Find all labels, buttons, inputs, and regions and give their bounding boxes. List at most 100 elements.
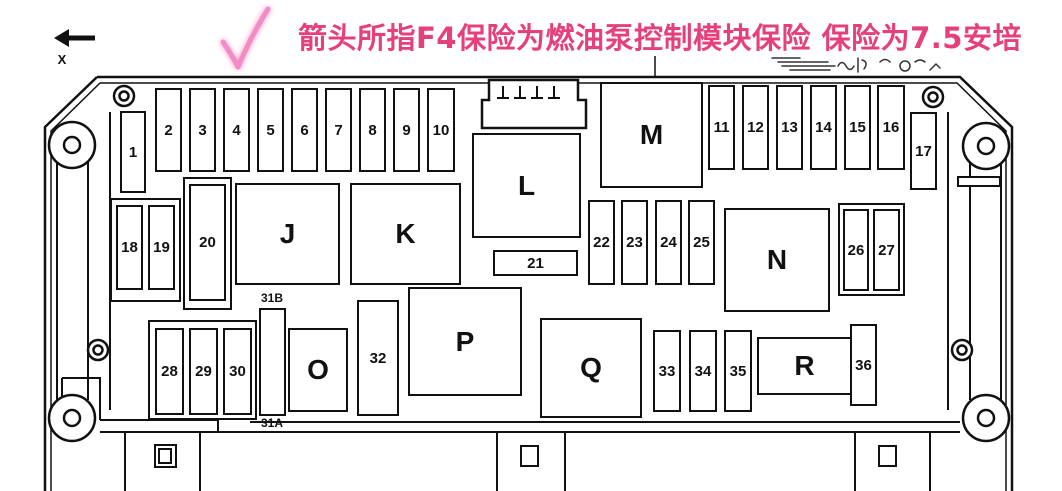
fuse-label: 1 xyxy=(128,143,138,161)
relay-label: J xyxy=(279,218,296,249)
fuse-31a-label: 31A xyxy=(260,416,283,430)
fuse-label: 33 xyxy=(658,362,676,380)
fuse-23: 23 xyxy=(621,200,648,285)
fuse-17: 17 xyxy=(910,112,937,190)
fuse-25: 25 xyxy=(688,200,715,285)
fuse-13: 13 xyxy=(776,85,803,170)
fuse-label: 28 xyxy=(161,363,178,380)
fuse-label: 4 xyxy=(232,121,241,139)
fuse-label: 12 xyxy=(747,119,764,136)
bottom-strip xyxy=(100,419,960,433)
fuse-29: 29 xyxy=(189,328,218,415)
mounting-hole-center xyxy=(976,136,996,156)
mounting-hole-center xyxy=(118,90,130,102)
fuse-label: 32 xyxy=(369,349,387,367)
fuse-8: 8 xyxy=(359,88,386,172)
connector-socket-inner xyxy=(158,448,172,464)
fuse-label: 24 xyxy=(660,234,677,251)
fuse-label: 7 xyxy=(334,121,343,139)
housing-outer-edge xyxy=(43,75,1014,491)
arrow-left-icon xyxy=(54,29,95,47)
fuse-label: 27 xyxy=(878,241,895,259)
fuse-label: 6 xyxy=(300,121,309,139)
fuse-label: 26 xyxy=(847,241,865,259)
relay-k: K xyxy=(350,183,461,285)
fuse-label: 11 xyxy=(713,119,730,136)
fuse-32: 32 xyxy=(357,300,399,416)
annotation-text: 箭头所指F4保险为燃油泵控制模块保险 保险为7.5安培 xyxy=(298,21,1022,55)
fuse-label: 10 xyxy=(432,121,450,139)
fuse-label: 5 xyxy=(266,121,275,139)
fuse-3: 3 xyxy=(189,88,216,172)
scribble-marks xyxy=(771,57,941,73)
mounting-hole-center xyxy=(62,408,82,428)
fuse-label: 30 xyxy=(229,363,246,380)
relay-r: R xyxy=(757,337,852,395)
fuse-label: 13 xyxy=(781,119,798,136)
fuse-9: 9 xyxy=(393,88,420,172)
fuse-label: 20 xyxy=(199,234,216,251)
relay-q: Q xyxy=(540,318,642,418)
fuse-label: 15 xyxy=(849,119,866,136)
mounting-hole-center xyxy=(927,91,939,103)
fuse-12: 12 xyxy=(742,85,769,170)
fuse-1: 1 xyxy=(120,111,146,193)
fuse-label: 16 xyxy=(882,119,900,136)
fuse-label: 19 xyxy=(153,239,170,256)
arrow-head xyxy=(54,29,69,47)
fuse-label: 25 xyxy=(693,234,710,251)
fuse-19: 19 xyxy=(148,205,175,290)
connector-pins-icon xyxy=(497,86,560,99)
fuse-11: 11 xyxy=(708,85,735,170)
fuse-34: 34 xyxy=(689,330,717,412)
relay-m: M xyxy=(600,82,703,188)
fuse-2: 2 xyxy=(155,88,182,172)
fuse-label: 17 xyxy=(915,142,932,160)
fuse-16: 16 xyxy=(877,85,905,170)
connector-socket xyxy=(878,445,897,467)
orientation-label: X xyxy=(57,52,67,67)
fuse-30: 30 xyxy=(223,328,252,415)
fuse-18: 18 xyxy=(116,205,143,290)
fuse-label: 22 xyxy=(593,234,610,251)
bottom-connectors xyxy=(124,431,931,491)
mounting-hole-center xyxy=(92,344,104,356)
checkmark-icon xyxy=(220,6,271,70)
fuse-label: 9 xyxy=(402,121,411,139)
fuse-label: 34 xyxy=(694,362,712,380)
scribble-circle xyxy=(899,60,911,72)
fuse-label: 36 xyxy=(855,356,872,374)
relay-label: K xyxy=(395,218,416,249)
fuse-21: 21 xyxy=(493,250,578,276)
fuse-7: 7 xyxy=(325,88,352,172)
relay-label: Q xyxy=(580,352,602,383)
scribble-tail xyxy=(914,59,941,71)
fuse-4: 4 xyxy=(223,88,250,172)
fuse-14: 14 xyxy=(810,85,837,170)
side-bracket xyxy=(957,176,1001,187)
mounting-hole-center xyxy=(976,408,996,428)
fuse-20: 20 xyxy=(189,184,226,301)
fuse-24: 24 xyxy=(655,200,682,285)
relay-o: O xyxy=(288,328,348,412)
relay-label: M xyxy=(639,119,664,150)
relay-j: J xyxy=(235,183,340,285)
relay-l: L xyxy=(472,133,581,238)
fuse-27: 27 xyxy=(873,209,900,291)
fuse-label: 23 xyxy=(626,234,643,251)
fuse-label: 2 xyxy=(164,121,173,139)
fuse-36: 36 xyxy=(850,324,877,406)
relay-label: P xyxy=(455,325,475,357)
mounting-hole-center xyxy=(956,344,968,356)
relay-label: N xyxy=(766,244,788,275)
scribble-lines xyxy=(771,57,836,71)
relay-label: R xyxy=(794,350,815,381)
fuse-35: 35 xyxy=(724,330,752,412)
fuse-6: 6 xyxy=(291,88,318,172)
fuse-5: 5 xyxy=(257,88,284,172)
connector-socket xyxy=(520,445,539,467)
fuse-label: 21 xyxy=(527,254,544,272)
mounting-holes xyxy=(47,84,1011,443)
connector-housing xyxy=(480,78,588,130)
